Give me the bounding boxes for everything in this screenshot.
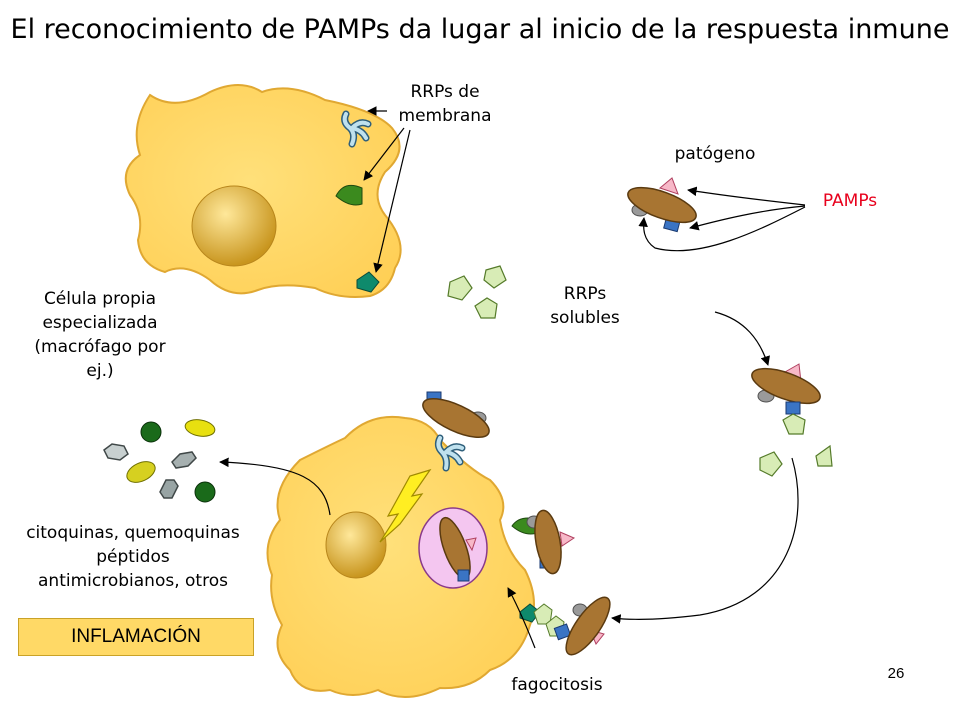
rrps-solubles-line2: solubles <box>550 308 620 328</box>
page-title: El reconocimiento de PAMPs da lugar al i… <box>10 14 950 45</box>
soluble-rrps-bottom <box>759 444 833 477</box>
rrps-solubles-label: RRPs solubles <box>530 282 640 330</box>
citoquinas-line1: citoquinas, quemoquinas <box>26 523 240 543</box>
receptor-y-icon <box>341 110 372 148</box>
soluble-rrps-top <box>447 265 507 319</box>
nucleus-bottom <box>325 511 387 579</box>
pathogen-bound-right <box>526 509 576 575</box>
pathogen-bound-top <box>422 391 490 438</box>
rrps-solubles-line1: RRPs <box>563 284 607 304</box>
citoquinas-label: citoquinas, quemoquinas péptidos antimic… <box>8 521 258 593</box>
nucleus-top <box>191 185 277 267</box>
rrps-membrana-label: RRPs de membrana <box>380 80 510 128</box>
receptor-arrowhead-icon <box>356 271 380 293</box>
citoquinas-line3: antimicrobianos, otros <box>38 571 228 591</box>
celula-label: Célula propia especializada (macrófago p… <box>20 287 180 383</box>
citoquinas-line2: péptidos <box>96 547 170 567</box>
patogeno-label: patógeno <box>674 144 756 164</box>
rrps-membrana-line1: RRPs de <box>410 82 480 102</box>
cytokines-group <box>103 419 216 503</box>
pathogen-opsonized <box>751 363 821 435</box>
page-number: 26 <box>887 665 905 682</box>
pamps-label: PAMPs <box>822 191 878 211</box>
celula-line4: ej.) <box>86 361 114 381</box>
macrophage-top <box>124 84 402 298</box>
rrps-membrana-line2: membrana <box>398 106 492 126</box>
celula-line3: (macrófago por <box>34 337 166 357</box>
macrophage-bottom <box>266 415 565 699</box>
celula-line1: Célula propia <box>43 289 157 309</box>
inflamacion-box: INFLAMACIÓN <box>18 618 254 656</box>
celula-line2: especializada <box>42 313 158 333</box>
lightning-icon <box>379 468 432 543</box>
pathogen-top <box>627 177 697 233</box>
pathogen-bound-bottom <box>553 596 611 656</box>
fagocitosis-label: fagocitosis <box>511 675 603 695</box>
receptor-cup-icon <box>335 184 363 206</box>
